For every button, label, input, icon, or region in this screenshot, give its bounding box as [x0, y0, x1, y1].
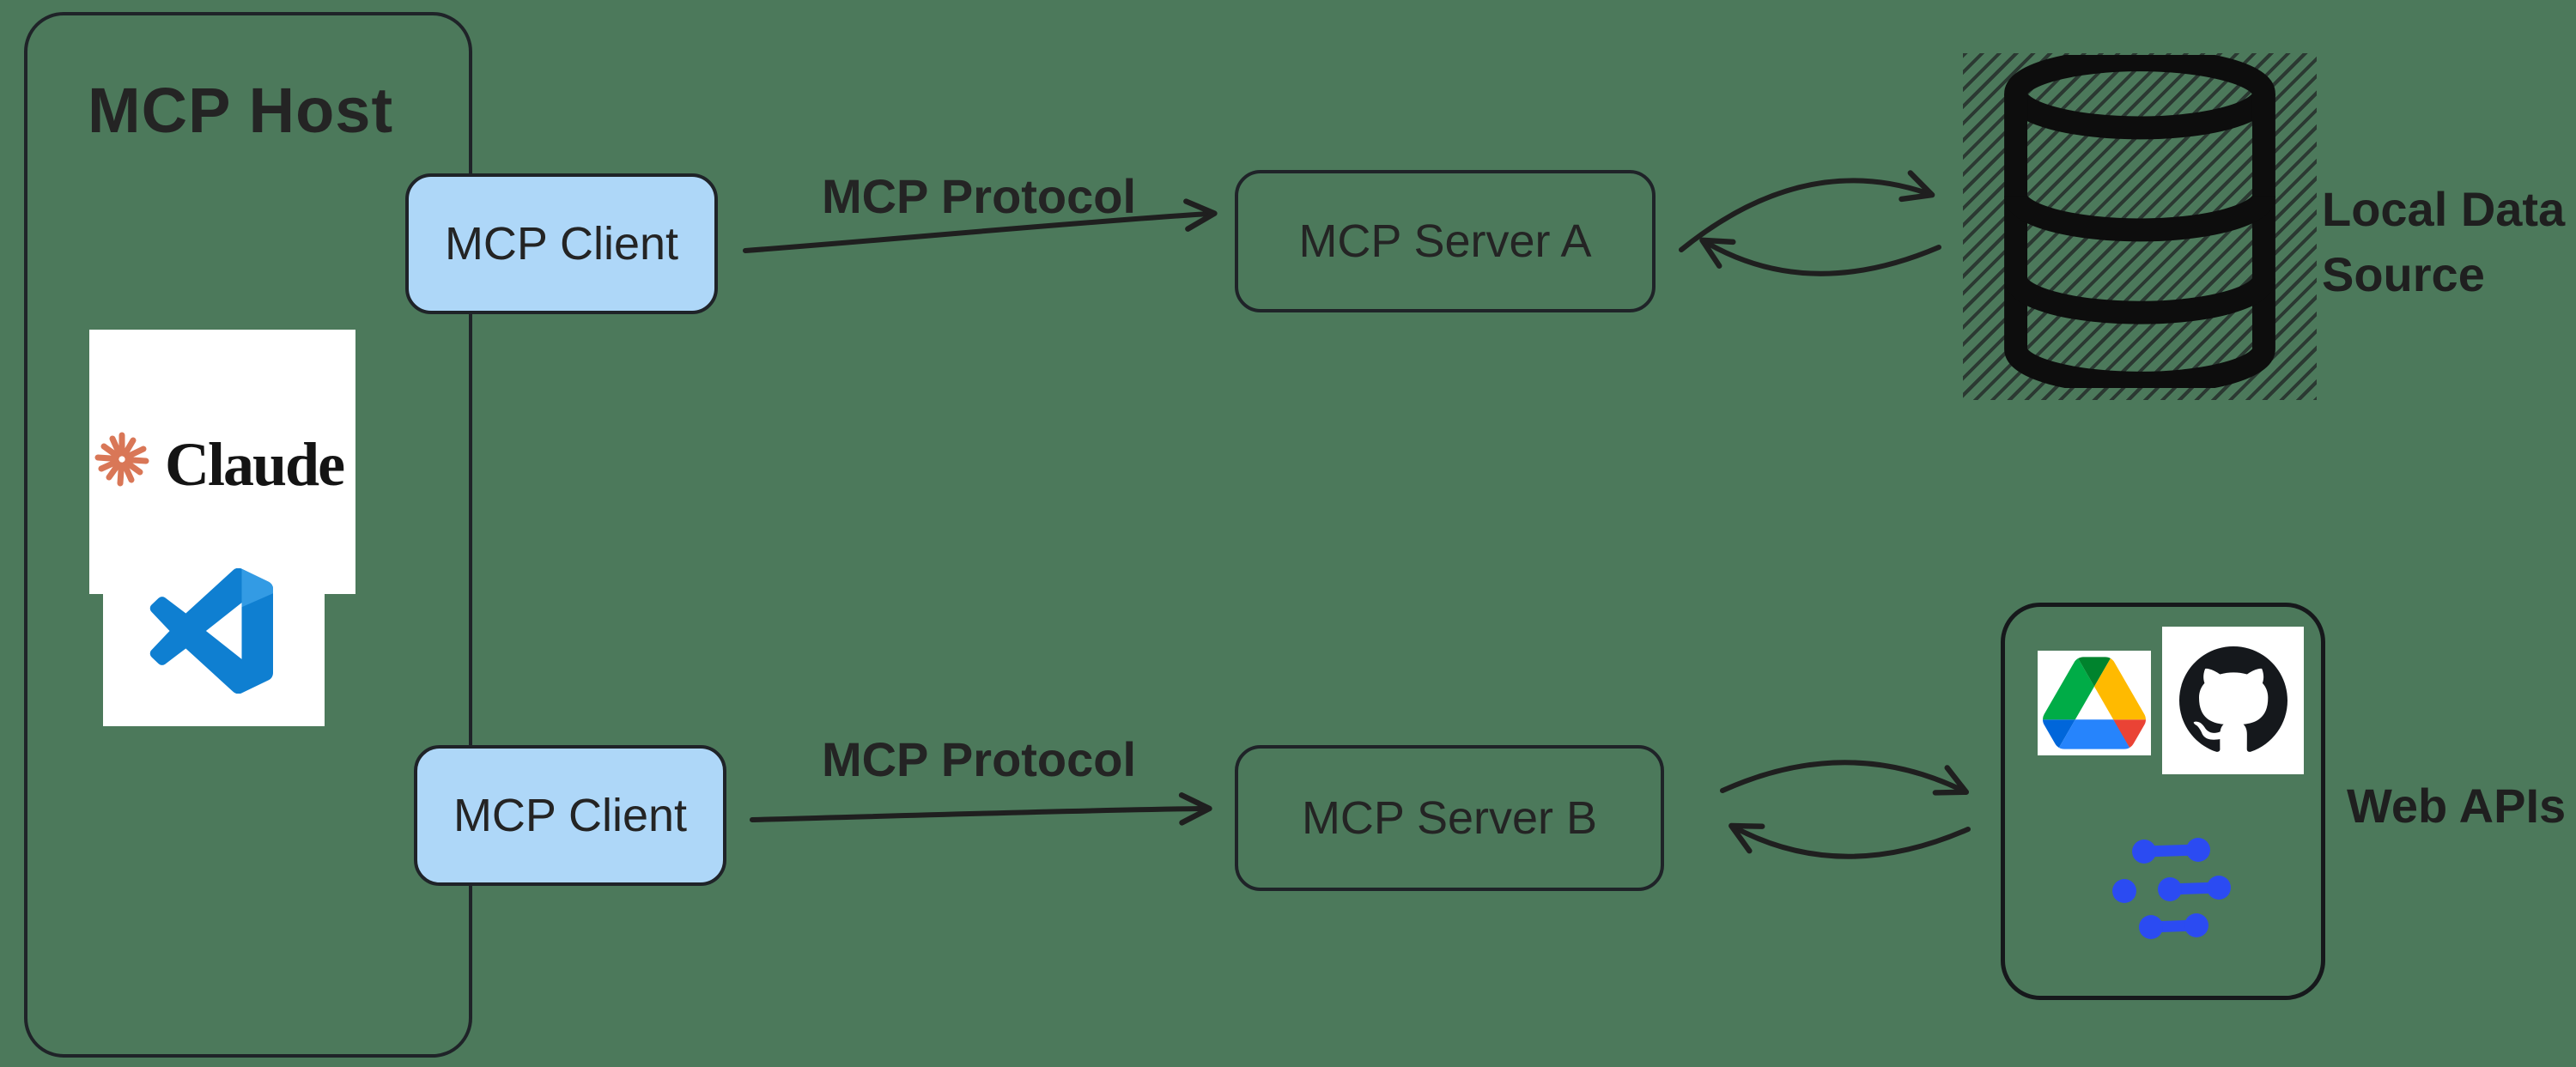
google-drive-logo-card — [2038, 651, 2151, 755]
mcp-server-b-box: MCP Server B — [1235, 745, 1664, 891]
vscode-icon — [149, 568, 273, 694]
web-apis-label: Web APIs — [2347, 779, 2567, 833]
web-to-server-b-arrow — [1728, 822, 1971, 859]
mcp-host-title: MCP Host — [88, 75, 394, 146]
server-a-to-data-arrow — [1679, 170, 1935, 252]
web-apis-box — [2001, 603, 2325, 1000]
mcp-server-b-label: MCP Server B — [1301, 792, 1598, 844]
mcp-protocol-arrow-bottom — [750, 792, 1212, 826]
mcp-client-box-1: MCP Client — [405, 173, 718, 314]
database-icon — [2004, 55, 2275, 388]
mcp-client-2-label: MCP Client — [453, 790, 688, 841]
mcp-client-1-label: MCP Client — [444, 218, 679, 270]
mcp-server-a-box: MCP Server A — [1235, 170, 1656, 312]
server-b-to-web-arrow — [1720, 760, 1970, 796]
google-drive-icon — [2043, 657, 2146, 749]
github-icon — [2178, 646, 2287, 752]
mcp-server-a-label: MCP Server A — [1298, 215, 1592, 267]
claude-spark-icon — [94, 432, 149, 487]
mcp-client-box-2: MCP Client — [414, 745, 726, 886]
data-to-server-a-arrow — [1699, 237, 1941, 276]
connected-dots-icon — [2112, 838, 2231, 939]
mcp-protocol-arrow-top — [743, 198, 1218, 253]
claude-wordmark: Claude — [165, 430, 345, 499]
claude-logo-card: Claude — [89, 330, 355, 594]
mcp-host-box — [24, 12, 472, 1058]
local-data-source-label: Local Data Source — [2322, 182, 2566, 301]
mcp-protocol-label-bottom: MCP Protocol — [821, 732, 1137, 786]
mcp-protocol-label-top: MCP Protocol — [821, 169, 1137, 223]
vscode-logo-card — [103, 561, 325, 726]
github-logo-card — [2162, 627, 2304, 774]
